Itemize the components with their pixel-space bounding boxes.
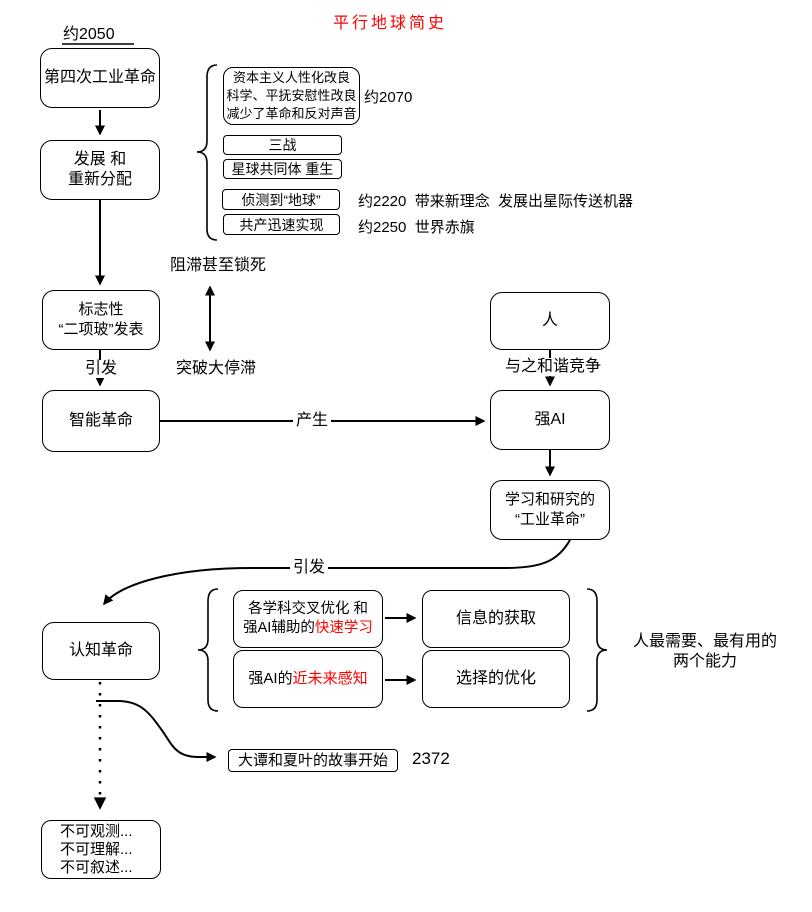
- fast-learning-black: 强AI辅助的: [243, 620, 315, 636]
- node-label: 人: [541, 312, 558, 329]
- abilities-right-brace: [586, 588, 608, 712]
- node-label-line: 学习和研究的: [504, 491, 595, 508]
- future-sense-black: 强AI的: [248, 670, 293, 687]
- node-label: 智能革命: [68, 412, 133, 429]
- abilities-note: 人最需要、最有用的 两个能力: [625, 632, 785, 672]
- detect-earth-note: 约2220 带来新理念 发展出星际传送机器: [358, 193, 634, 210]
- node-learning-industrial-revolution: 学习和研究的 “工业革命”: [490, 480, 610, 540]
- event-capitalism-reform: 资本主义人性化改良 科学、平抚安慰性改良 减少了革命和反对声音: [223, 67, 360, 125]
- event-line: 资本主义人性化改良: [232, 70, 350, 85]
- node-label: 信息的获取: [455, 610, 536, 627]
- arrow-cognitive-to-story: [96, 700, 217, 762]
- node-label-line: 不可叙述...: [60, 858, 133, 876]
- event-line: 科学、平抚安慰性改良: [226, 88, 357, 103]
- node-strong-ai: 强AI: [490, 390, 610, 450]
- event-communism: 共产迅速实现: [223, 214, 340, 235]
- future-sense-red: 近未来感知: [292, 670, 368, 687]
- events-left-brace: [196, 64, 218, 241]
- event-line: 减少了革命和反对声音: [226, 106, 357, 121]
- event-label: 星球共同体 重生: [231, 161, 334, 177]
- node-future-sense: 强AI的近未来感知: [233, 650, 383, 708]
- node-label: 第四次工业革命: [43, 69, 156, 86]
- stagnation-label: 阻滞甚至锁死: [170, 257, 267, 274]
- node-info-acquisition: 信息的获取: [422, 590, 570, 648]
- node-label-line: 发展 和: [73, 151, 127, 168]
- node-label-line: 重新分配: [67, 171, 132, 188]
- node-cognitive-revolution: 认知革命: [42, 622, 160, 680]
- arrow-learning-to-cognitive: [103, 539, 571, 606]
- event-label: 三战: [268, 137, 297, 153]
- produce-label: 产生: [293, 412, 332, 430]
- node-label-line: “工业革命”: [515, 511, 585, 528]
- node-label: 强AI: [534, 411, 566, 428]
- communism-note: 约2250 世界赤旗: [358, 219, 475, 236]
- node-unknowable: 不可观测... 不可理解... 不可叙述...: [41, 820, 161, 879]
- node-label-line: 不可理解...: [60, 840, 133, 858]
- node-label-line: “二项玻”发表: [58, 321, 144, 338]
- node-label: 认知革命: [68, 642, 133, 659]
- fast-learning-red: 快速学习: [314, 620, 373, 636]
- event-label: 共产迅速实现: [239, 216, 324, 233]
- event-detect-earth: 侦测到“地球”: [222, 189, 340, 210]
- node-intelligence-revolution: 智能革命: [42, 390, 160, 452]
- event-label: 侦测到“地球”: [241, 191, 321, 208]
- node-human: 人: [490, 292, 610, 350]
- node-fourth-industrial-revolution: 第四次工业革命: [40, 48, 160, 108]
- node-development-redistribution: 发展 和 重新分配: [40, 140, 160, 200]
- node-choice-optimization: 选择的优化: [422, 650, 570, 708]
- node-label: 选择的优化: [455, 670, 536, 687]
- node-landmark-publication: 标志性 “二项玻”发表: [42, 290, 160, 350]
- abilities-note-line: 两个能力: [672, 653, 737, 670]
- event-planet-community: 星球共同体 重生: [223, 159, 342, 179]
- breakthrough-label: 突破大停滞: [176, 360, 257, 377]
- year-2070-label: 约2070: [364, 89, 413, 106]
- abilities-note-line: 人最需要、最有用的: [632, 633, 777, 650]
- story-year-label: 2372: [412, 749, 450, 768]
- abilities-left-brace: [197, 588, 219, 712]
- node-fast-learning: 各学科交叉优化 和 强AI辅助的快速学习: [233, 590, 383, 648]
- trigger-label-2: 引发: [290, 559, 329, 577]
- event-world-war-3: 三战: [223, 135, 342, 155]
- node-story-start: 大谭和夏叶的故事开始: [228, 749, 398, 772]
- harmony-compete-label: 与之和谐竞争: [502, 358, 605, 376]
- diagram-title: 平行地球简史: [332, 15, 447, 32]
- year-2050-label: 约2050: [63, 26, 115, 43]
- node-label-line: 不可观测...: [60, 822, 133, 840]
- node-label-line: 各学科交叉优化 和: [247, 601, 369, 617]
- node-label-line: 强AI辅助的快速学习: [243, 619, 373, 638]
- node-label: 大谭和夏叶的故事开始: [237, 751, 388, 769]
- node-label-line: 标志性: [78, 301, 124, 318]
- trigger-label-1: 引发: [82, 360, 121, 378]
- node-label-line: 强AI的近未来感知: [248, 669, 367, 689]
